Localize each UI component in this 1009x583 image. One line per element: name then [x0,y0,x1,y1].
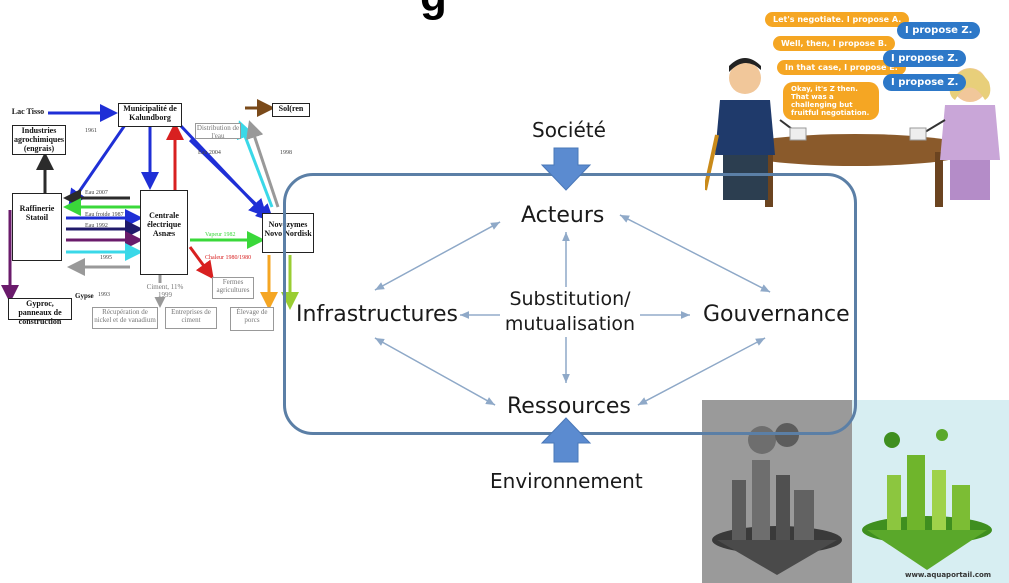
box-lac-tisso: Lac Tisso [8,107,48,117]
box-raffinerie: Raffinerie Statoil [12,193,62,261]
label-environnement: Environnement [490,469,643,493]
speech-bubble-right-3: I propose Z. [883,74,967,91]
label-1961: 1961 [85,128,97,134]
box-industries: Industries agrochimiques (engrais) [12,125,66,155]
speech-bubble-2: Well, then, I propose B. [773,36,895,51]
environnement-arrow-icon [540,417,592,463]
box-gypsum: Gyproc, panneaux de construction [8,298,72,326]
label-eau-2004: Eau 2004 [198,150,221,156]
watermark-text: www.aquaportail.com [905,571,992,579]
speech-bubble-3: In that case, I propose E. [777,60,906,75]
negotiation-illustration: Let's negotiate. I propose A. Well, then… [705,0,1009,215]
speech-bubble-1: Let's negotiate. I propose A. [765,12,910,27]
center-label-line1: Substitution/ [509,288,631,310]
label-eau-froide: Eau froide 1987 [85,212,124,218]
box-novozymes: Novozymes Novo Nordisk [262,213,314,253]
node-infrastructures: Infrastructures [296,302,459,327]
label-chaleur: Chaleur 1980/1980 [205,255,252,261]
box-recuperation: Récupération de nickel et de vanadium [92,307,158,329]
box-municipalite: Municipalité de Kalundborg [118,103,182,127]
negotiation-scene [705,58,1000,207]
box-distribution: Distribution de l'eau [195,123,241,140]
node-ressources: Ressources [507,394,631,419]
speech-bubble-right-1: I propose Z. [897,22,981,39]
box-centrale: Centrale électrique Asnæs [140,190,188,275]
label-ciment: Ciment, 11% 1999 [140,283,190,299]
label-1998: 1998 [280,150,292,156]
societe-arrow-icon [540,147,592,191]
flow-arrows [1,99,299,310]
node-gouvernance: Gouvernance [703,302,850,327]
label-vapeur: Vapeur 1982 [205,232,236,238]
box-fermes: Fermes agricultures [212,277,254,299]
center-label-line2: mutualisation [504,313,636,335]
box-entreprises: Entreprises de ciment [165,307,217,329]
speech-bubble-right-2: I propose Z. [883,50,967,67]
page-title-fragment: g [420,0,447,22]
box-sol: Sol(ren [272,103,310,117]
label-1995: 1995 [100,255,112,261]
label-eau-1992: Eau 1992 [85,223,108,229]
label-societe: Société [532,118,606,142]
label-eau-2007: Eau 2007 [85,190,108,196]
speech-bubble-4: Okay, it's Z then. That was a challengin… [783,82,879,120]
node-substitution-mutualisation: Substitution/ mutualisation [500,287,640,337]
label-gypse-year: 1993 [98,292,110,298]
box-elevage: Élevage de porcs [230,307,274,331]
label-gypse: Gypse [75,292,94,300]
node-acteurs: Acteurs [521,203,605,228]
industrial-symbiosis-flow-diagram: Lac Tisso Municipalité de Kalundborg Sol… [0,95,320,345]
